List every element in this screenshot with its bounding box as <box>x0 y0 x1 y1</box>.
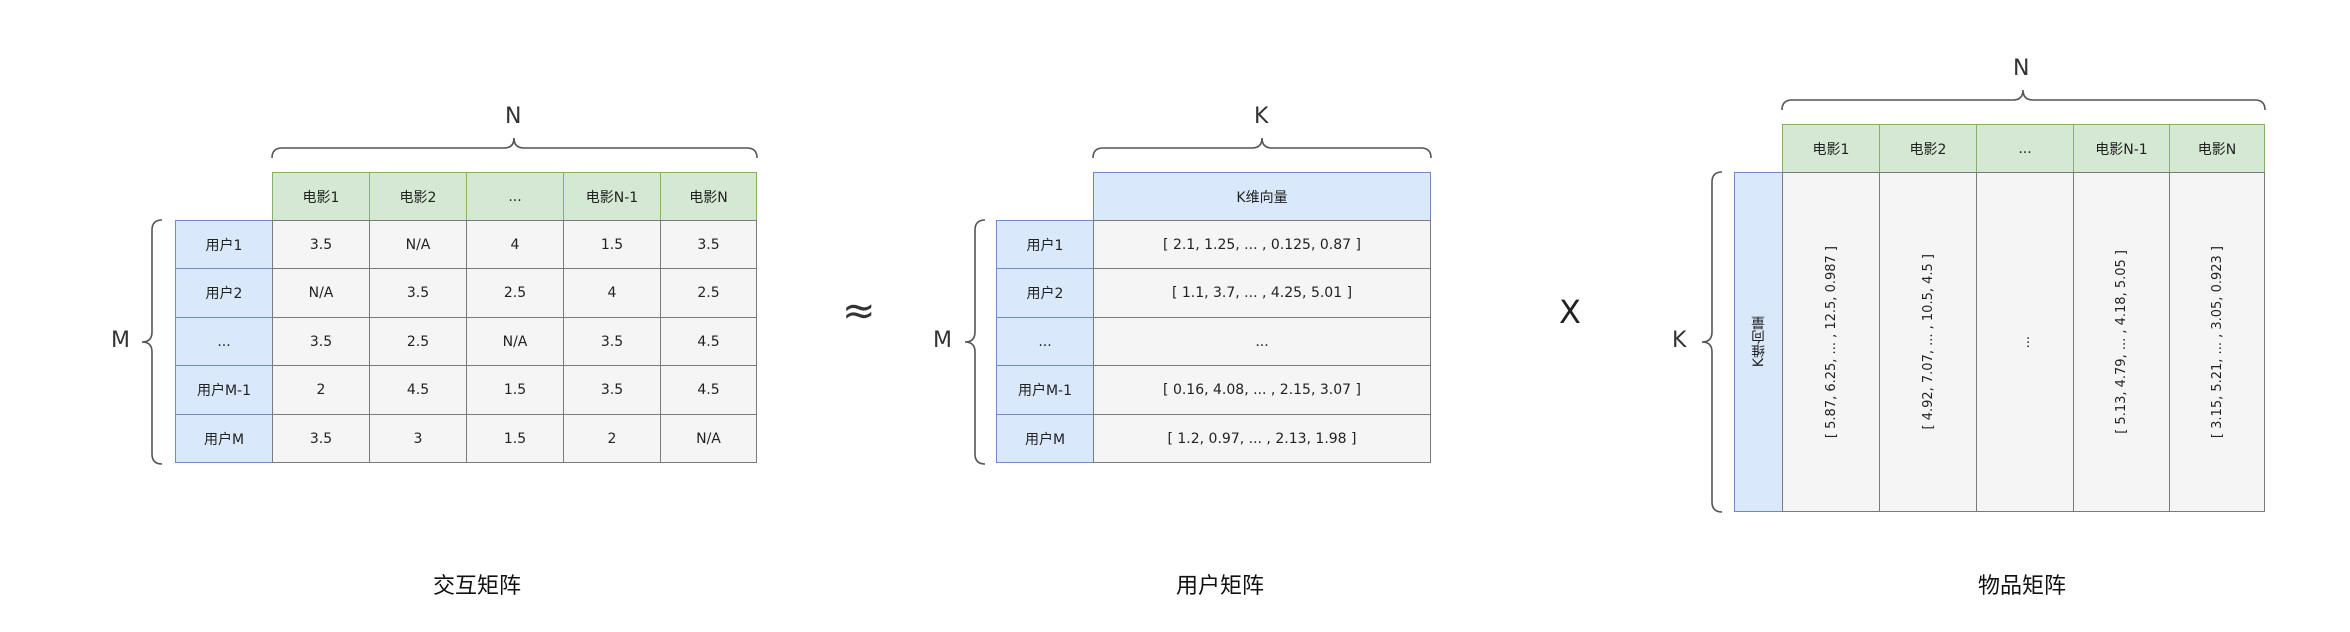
item-vector: [ 5.13, 4.79, ... , 4.18, 5.05 ] <box>2073 172 2170 512</box>
n-brace <box>1781 89 2266 111</box>
row-header: 用户M <box>175 414 273 463</box>
item-vector: [ 5.87, 6.25, ... , 12.5, 0.987 ] <box>1782 172 1880 512</box>
user-vector: [ 2.1, 1.25, ... , 0.125, 0.87 ] <box>1093 220 1431 269</box>
row-header: 用户M <box>996 414 1094 463</box>
item-vector: [ 3.15, 5.21, ... , 3.05, 0.923 ] <box>2169 172 2265 512</box>
m-label: M <box>111 328 130 353</box>
col-header: 电影1 <box>1782 124 1880 173</box>
row-header: 用户1 <box>996 220 1094 269</box>
k-brace <box>1092 137 1432 159</box>
col-header: ... <box>466 172 564 221</box>
rating-cell: 1.5 <box>563 220 661 269</box>
rating-cell: 3.5 <box>660 220 757 269</box>
k-brace <box>1701 171 1723 513</box>
item-vector-text: [ 3.15, 5.21, ... , 3.05, 0.923 ] <box>2209 245 2225 439</box>
m-label: M <box>933 328 952 353</box>
rating-cell: 4.5 <box>660 317 757 366</box>
rating-cell: N/A <box>272 268 370 318</box>
n-label: N <box>505 104 522 129</box>
col-header: 电影2 <box>1879 124 1977 173</box>
rating-cell: 4.5 <box>660 365 757 415</box>
item-vector-text: [ 5.87, 6.25, ... , 12.5, 0.987 ] <box>1823 245 1839 439</box>
item-vector-text: ... <box>2017 335 2033 349</box>
k-label: K <box>1672 328 1687 353</box>
rating-cell: 3.5 <box>563 317 661 366</box>
col-header: 电影N-1 <box>563 172 661 221</box>
user-vector: [ 1.1, 3.7, ... , 4.25, 5.01 ] <box>1093 268 1431 318</box>
approx-symbol: ≈ <box>842 288 876 334</box>
rating-cell: 4.5 <box>369 365 467 415</box>
row-header: 用户1 <box>175 220 273 269</box>
user-vector: [ 0.16, 4.08, ... , 2.15, 3.07 ] <box>1093 365 1431 415</box>
rating-cell: 2.5 <box>660 268 757 318</box>
col-header: 电影2 <box>369 172 467 221</box>
col-header: 电影1 <box>272 172 370 221</box>
col-header: ... <box>1976 124 2074 173</box>
vector-header: K维向量 <box>1093 172 1431 221</box>
item-vector: [ 4.92, 7.07, ... , 10.5, 4.5 ] <box>1879 172 1977 512</box>
rating-cell: N/A <box>466 317 564 366</box>
m-brace <box>141 219 163 465</box>
rating-cell: 2.5 <box>369 317 467 366</box>
row-header: 用户M-1 <box>175 365 273 415</box>
rating-cell: 3.5 <box>272 317 370 366</box>
col-header: 电影N-1 <box>2073 124 2170 173</box>
rating-cell: 3.5 <box>272 220 370 269</box>
interaction-matrix-title: 交互矩阵 <box>433 574 522 599</box>
col-header: 电影N <box>2169 124 2265 173</box>
user-vector: [ 1.2, 0.97, ... , 2.13, 1.98 ] <box>1093 414 1431 463</box>
rating-cell: 1.5 <box>466 414 564 463</box>
rating-cell: 3.5 <box>369 268 467 318</box>
rating-cell: 3.5 <box>563 365 661 415</box>
item-vector-text: [ 5.13, 4.79, ... , 4.18, 5.05 ] <box>2114 250 2129 434</box>
vector-side-header-label: K维向量 <box>1750 316 1767 368</box>
item-vector: ... <box>1976 172 2074 512</box>
rating-cell: 2 <box>563 414 661 463</box>
m-brace <box>964 219 986 465</box>
n-label: N <box>2013 56 2030 81</box>
rating-cell: 4 <box>466 220 564 269</box>
user-matrix-title: 用户矩阵 <box>1176 574 1265 599</box>
rating-cell: 2.5 <box>466 268 564 318</box>
rating-cell: 3.5 <box>272 414 370 463</box>
rating-cell: N/A <box>369 220 467 269</box>
times-symbol: X <box>1559 293 1581 331</box>
rating-cell: 2 <box>272 365 370 415</box>
rating-cell: 4 <box>563 268 661 318</box>
rating-cell: 3 <box>369 414 467 463</box>
user-vector: ... <box>1093 317 1431 366</box>
rating-cell: N/A <box>660 414 757 463</box>
item-vector-text: [ 4.92, 7.07, ... , 10.5, 4.5 ] <box>1920 254 1936 430</box>
row-header: 用户2 <box>996 268 1094 318</box>
item-matrix-title: 物品矩阵 <box>1978 574 2067 599</box>
n-brace <box>271 137 758 159</box>
rating-cell: 1.5 <box>466 365 564 415</box>
row-header: ... <box>175 317 273 366</box>
vector-side-header: K维向量 <box>1734 172 1783 512</box>
col-header: 电影N <box>660 172 757 221</box>
row-header: 用户M-1 <box>996 365 1094 415</box>
row-header: 用户2 <box>175 268 273 318</box>
k-label: K <box>1254 104 1269 129</box>
row-header: ... <box>996 317 1094 366</box>
